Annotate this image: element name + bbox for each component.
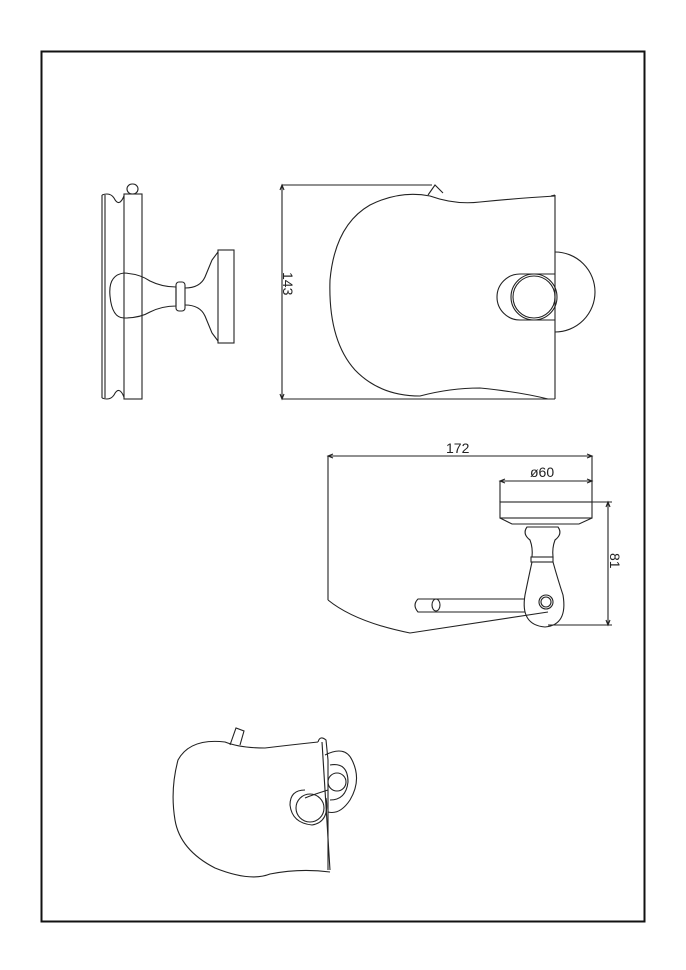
dimension-diameter-label: ø60 bbox=[530, 464, 554, 480]
dimension-height-label: 143 bbox=[280, 272, 296, 296]
front-view: 143 bbox=[279, 183, 596, 401]
dimension-width-label: 172 bbox=[446, 440, 470, 456]
isometric-view bbox=[172, 727, 358, 878]
drawing-frame bbox=[40, 50, 646, 923]
dimension-depth-label: 81 bbox=[607, 553, 623, 569]
plan-view: 172 ø60 81 bbox=[326, 440, 623, 634]
side-view bbox=[101, 183, 235, 400]
